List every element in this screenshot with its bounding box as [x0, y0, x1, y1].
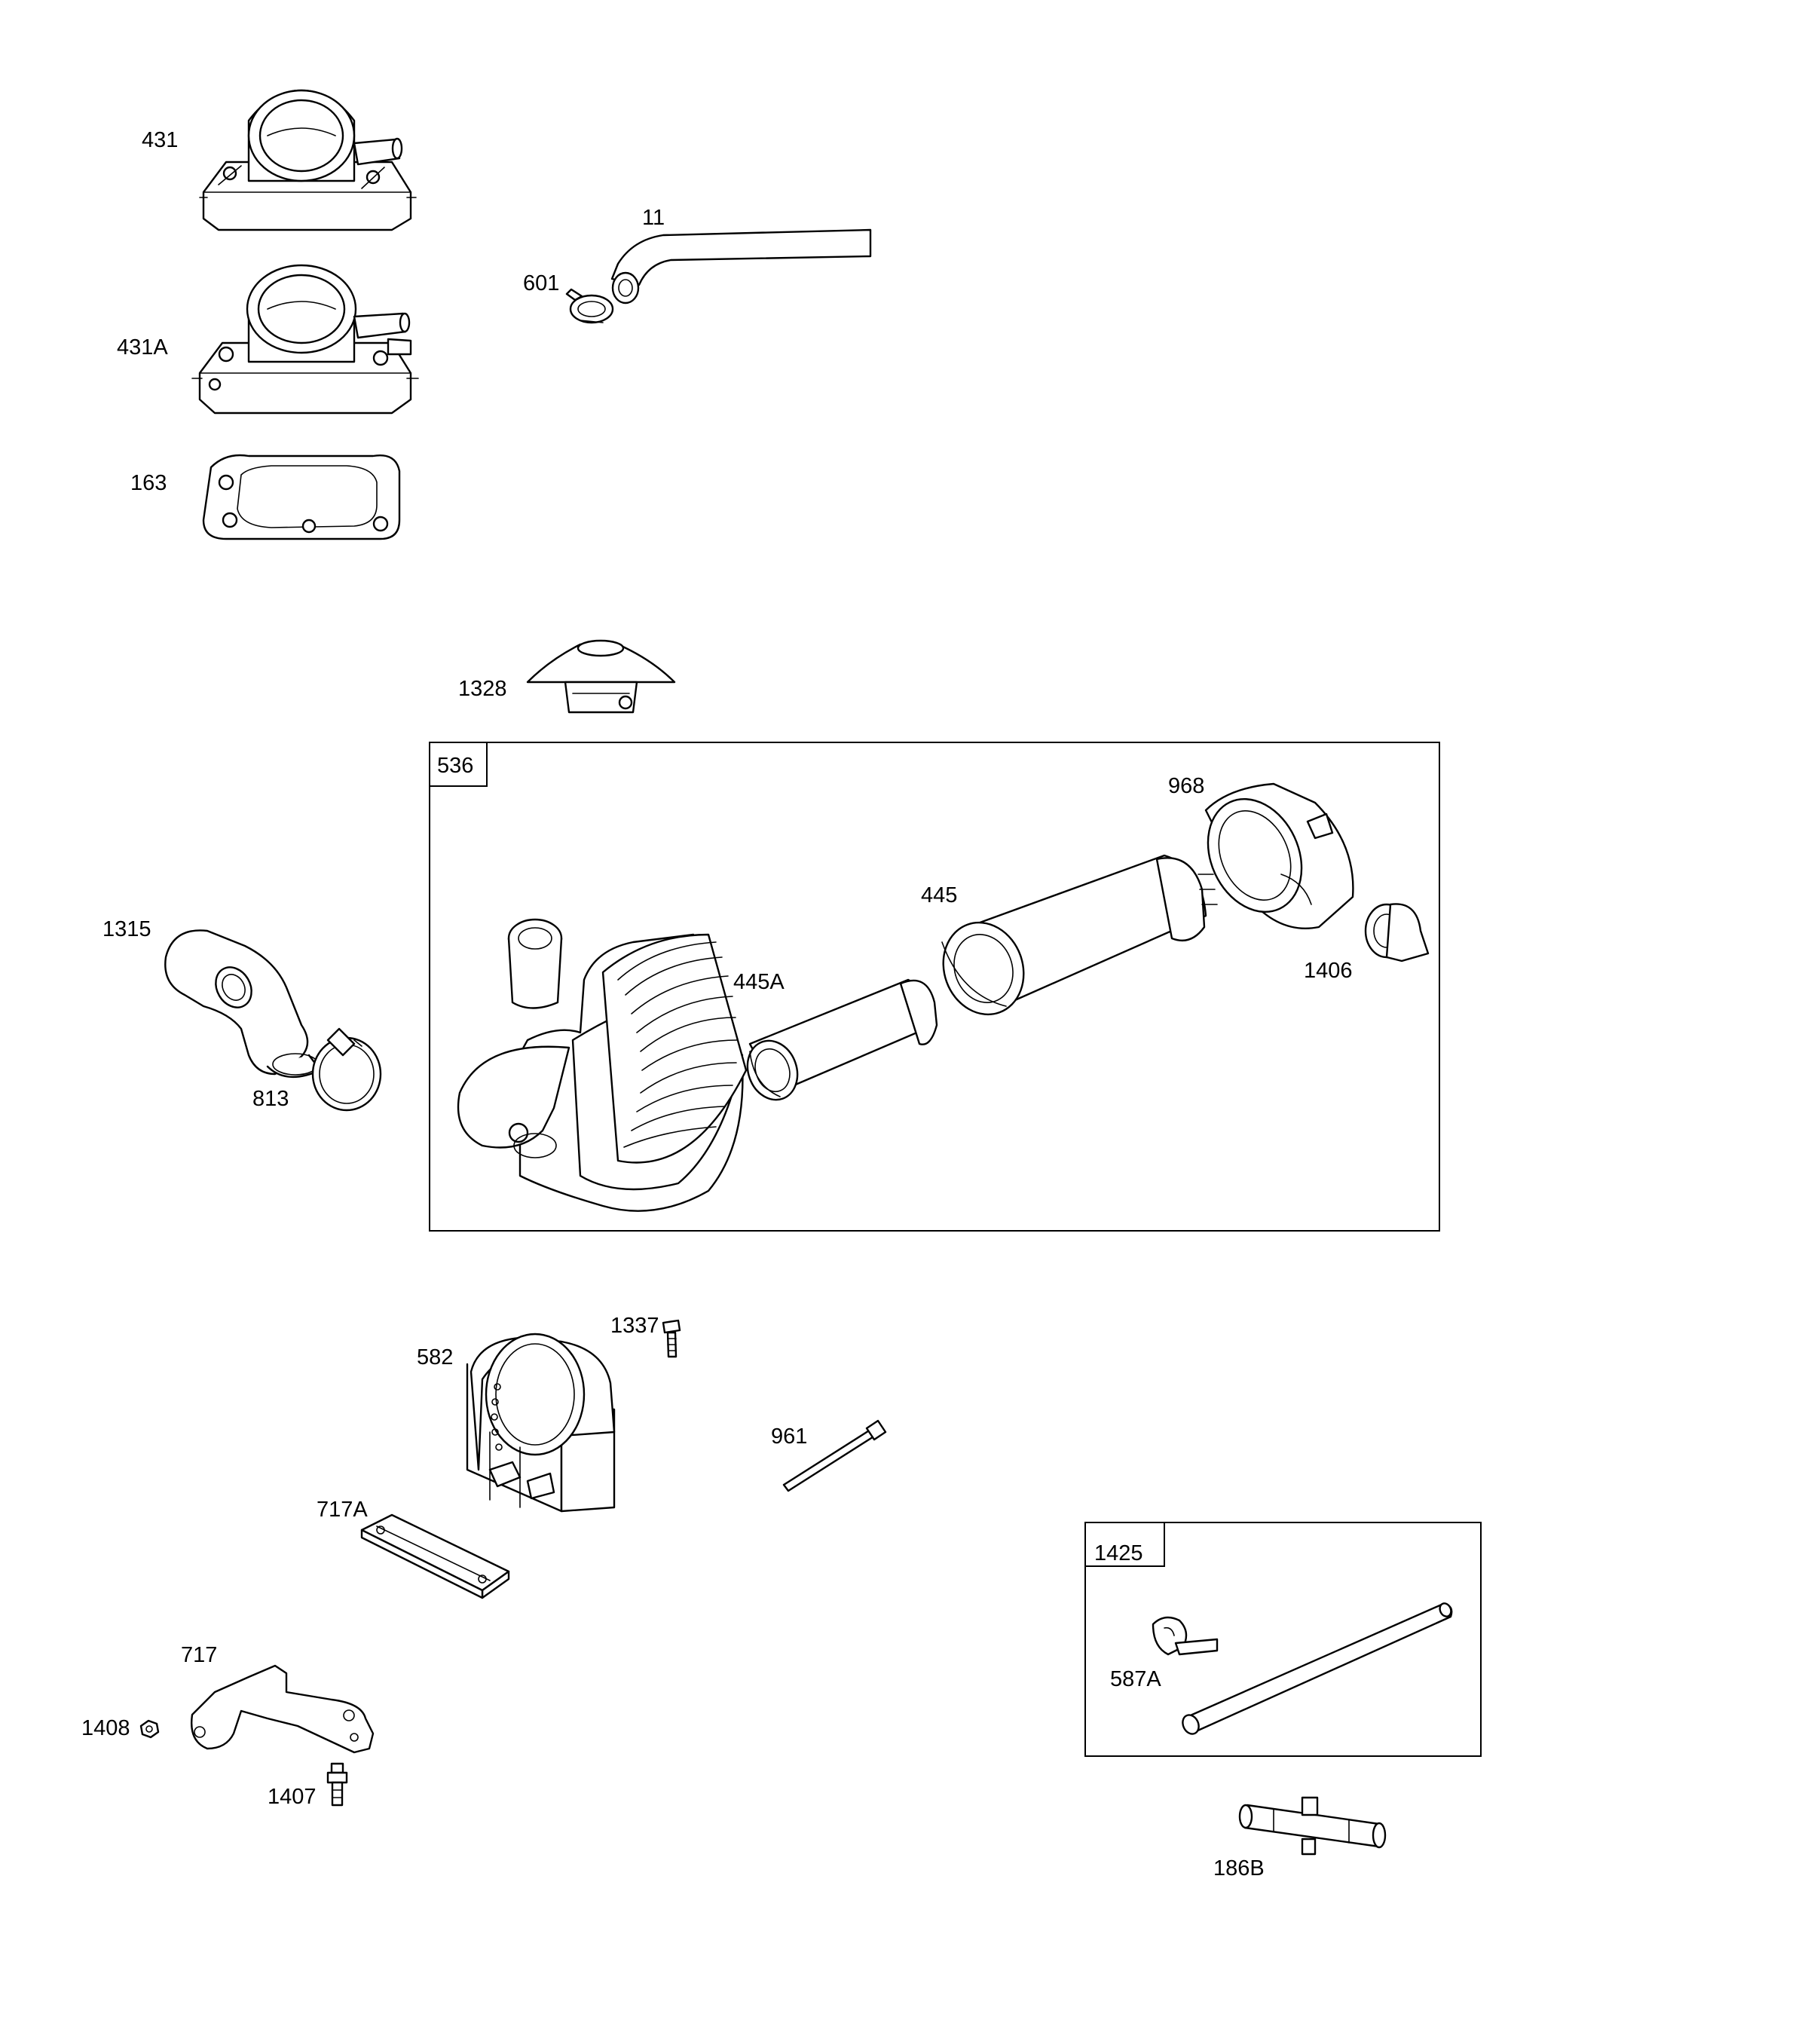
callout-1337: 1337 [610, 1314, 659, 1338]
callout-186B: 186B [1213, 1856, 1265, 1880]
callout-968: 968 [1168, 774, 1204, 798]
part-1425-tube[interactable] [1179, 1602, 1453, 1737]
part-1407-stud[interactable] [326, 1762, 348, 1807]
callout-labels: 431 431A 163 11 601 1328 536 968 445 445… [81, 128, 1353, 1880]
part-813-clamp[interactable] [311, 1027, 382, 1112]
callout-1328: 1328 [458, 677, 507, 701]
callout-717: 717 [181, 1643, 217, 1667]
part-536-air-cleaner-housing[interactable] [457, 918, 748, 1212]
callout-601: 601 [523, 271, 559, 295]
callout-163: 163 [130, 471, 167, 495]
part-968-cover[interactable] [1190, 782, 1354, 930]
callout-1406: 1406 [1304, 959, 1353, 983]
callout-582: 582 [417, 1345, 453, 1369]
callout-431A: 431A [117, 335, 168, 360]
callout-961: 961 [771, 1424, 807, 1449]
part-431-throttle-body[interactable] [199, 89, 417, 231]
part-1408-nut[interactable] [139, 1719, 160, 1739]
part-163-gasket[interactable] [202, 454, 401, 540]
callout-536: 536 [437, 754, 473, 778]
callout-11: 11 [642, 206, 665, 230]
part-582-mount-bracket[interactable] [466, 1333, 616, 1513]
part-587A-clip[interactable] [1152, 1616, 1219, 1656]
callout-717A: 717A [317, 1498, 368, 1522]
callout-587A: 587A [1110, 1667, 1161, 1691]
part-186B-tee-fitting[interactable] [1238, 1796, 1387, 1856]
callout-813: 813 [252, 1087, 289, 1111]
callout-1408: 1408 [81, 1716, 130, 1740]
part-445-outer-filter[interactable] [931, 854, 1218, 1026]
callout-445: 445 [921, 883, 957, 907]
part-601-clamp[interactable] [565, 288, 614, 324]
part-1328-precleaner[interactable] [526, 639, 676, 714]
part-11-hose[interactable] [610, 228, 872, 304]
part-445A-inner-filter[interactable] [739, 978, 938, 1107]
assembly-536-frame [429, 742, 1440, 1232]
callout-1425: 1425 [1094, 1541, 1143, 1565]
part-717-bracket[interactable] [191, 1664, 375, 1754]
part-1315-elbow[interactable] [164, 929, 322, 1079]
callout-431: 431 [142, 128, 178, 152]
part-1406-valve[interactable] [1364, 903, 1430, 962]
callout-445A: 445A [733, 970, 785, 994]
part-431A-throttle-body[interactable] [191, 264, 419, 415]
callout-1315: 1315 [102, 917, 151, 941]
assembly-1425-frame [1084, 1522, 1482, 1757]
part-717A-plate[interactable] [360, 1513, 510, 1599]
part-1337-screw[interactable] [662, 1319, 681, 1358]
part-961-rod[interactable] [782, 1419, 887, 1492]
callout-1407: 1407 [268, 1785, 317, 1809]
